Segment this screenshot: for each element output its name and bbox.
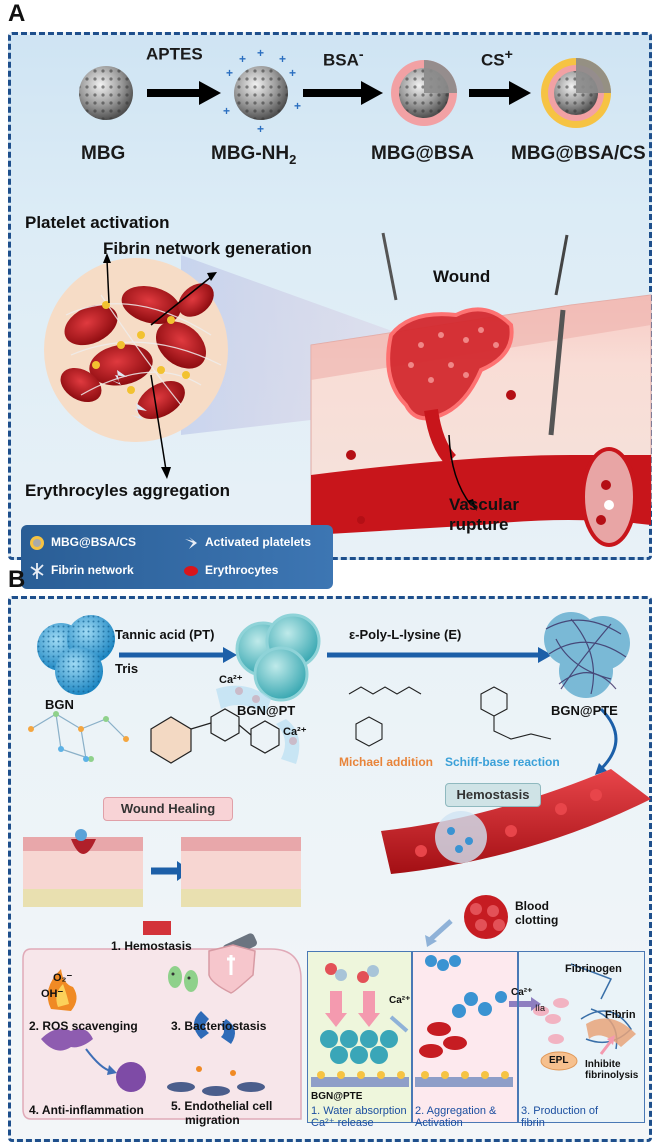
arrow-label-cs: CS+ xyxy=(481,47,513,70)
step-bacteriostasis: 3. Bacteriostasis xyxy=(171,1019,267,1033)
step-ros-scavenging: 2. ROS scavenging xyxy=(29,1019,138,1033)
erythrocyte-icon xyxy=(184,566,198,576)
molecule-network xyxy=(30,713,127,760)
iia-label: IIa xyxy=(535,1003,546,1013)
ca-small-label: Ca²⁺ xyxy=(389,995,411,1006)
step-endothelial: 5. Endothelial cell migration xyxy=(171,1099,273,1127)
step2-illustration xyxy=(311,955,513,1087)
legend-activated-platelets: Activated platelets xyxy=(205,535,312,549)
epl-label: EPL xyxy=(549,1055,569,1066)
particle-row: +++ +++ ++ xyxy=(79,46,611,136)
stage-label-mbg-bsa: MBG@BSA xyxy=(371,143,474,164)
bgn-cluster xyxy=(37,615,115,695)
vascular-rupture-label: Vascular rupture xyxy=(449,495,519,534)
legend-fibrin-network: Fibrin network xyxy=(51,563,134,577)
svg-text:+: + xyxy=(289,66,296,80)
svg-text:+: + xyxy=(257,46,264,60)
erythrocytes-aggregation-label: Erythrocyles aggregation xyxy=(25,481,231,500)
panel-b-letter: B xyxy=(8,566,26,593)
magnet-icon xyxy=(194,1011,235,1044)
schiff-base-label: Schiff-base reaction xyxy=(445,755,560,769)
mbg-bsa-cs-particle xyxy=(541,58,611,128)
legend-mbg-bsa-cs: MBG@BSA/CS xyxy=(51,535,137,549)
arrow-label-bsa: BSA- xyxy=(323,47,364,70)
panel-b-illustration xyxy=(22,612,651,1123)
bgn-pte-label: BGN@PTE xyxy=(551,703,618,718)
steps-frame xyxy=(307,951,645,1123)
ca-ion-label-1: Ca²⁺ xyxy=(219,674,243,686)
ca-small-label-2: Ca²⁺ xyxy=(511,987,533,998)
michael-addition-label: Michael addition xyxy=(339,755,434,769)
svg-text:+: + xyxy=(257,122,264,136)
step3-illustration xyxy=(509,963,636,1071)
panel-b: Tannic acid (PT) Tris ε-Poly-L-lysine (E… xyxy=(8,596,652,1142)
bgn-pt-label: BGN@PT xyxy=(237,703,296,718)
fibrin-label: Fibrin xyxy=(605,1009,636,1021)
stage-label-mbg: MBG xyxy=(81,143,126,164)
bgn-pte-cluster xyxy=(544,612,630,698)
svg-text:+: + xyxy=(279,52,286,66)
macrophage-icon xyxy=(41,1028,146,1092)
blood-vessel xyxy=(381,769,651,874)
bgn-pte-small-label: BGN@PTE xyxy=(311,1091,363,1102)
step1-caption-text: 1. Water absorption Ca²⁺ release xyxy=(311,1105,407,1129)
blood-clot xyxy=(464,895,508,939)
particle-icon xyxy=(30,536,44,550)
polylysine-structures xyxy=(348,686,552,747)
legend-erythrocytes: Erythrocytes xyxy=(205,563,279,577)
endothelial-cells xyxy=(167,1066,265,1096)
wound-healing-tag: Wound Healing xyxy=(103,797,233,821)
step2-caption-text: 2. Aggregation & Activation xyxy=(415,1105,497,1129)
polylysine-label: ε-Poly-L-lysine (E) xyxy=(349,627,462,642)
stage-label-mbg-bsa-cs: MBG@BSA/CS xyxy=(511,143,646,164)
skin-before xyxy=(23,829,143,907)
svg-text:+: + xyxy=(294,99,301,113)
panel-a-legend: MBG@BSA/CS Activated platelets Fibrin ne… xyxy=(21,525,333,589)
wound-illustration xyxy=(44,232,652,547)
tannic-acid-label: Tannic acid (PT) xyxy=(115,627,215,642)
oh-label: OH⁻ xyxy=(41,988,64,1000)
hemostasis-tag: Hemostasis xyxy=(445,783,541,807)
bgn-label: BGN xyxy=(45,697,74,712)
svg-text:+: + xyxy=(239,52,246,66)
mbg-bsa-particle xyxy=(391,60,457,126)
panel-a: +++ +++ ++ APTES BSA- xyxy=(8,32,652,589)
panel-a-letter: A xyxy=(8,0,26,27)
tannic-acid-structure xyxy=(150,708,280,764)
tris-label: Tris xyxy=(115,661,139,676)
o2-label: O₂⁻ xyxy=(53,972,73,984)
fibrin-icon xyxy=(30,563,44,579)
step1-illustration xyxy=(320,963,398,1064)
svg-text:+: + xyxy=(223,104,230,118)
platelet-icon xyxy=(185,537,197,549)
svg-text:+: + xyxy=(226,66,233,80)
platelet-activation-label: Platelet activation xyxy=(25,213,170,232)
step3-caption-text: 3. Production of fibrin xyxy=(521,1105,599,1129)
flame-icon xyxy=(47,969,77,1011)
shield-icon xyxy=(208,944,256,994)
wound-label: Wound xyxy=(433,267,491,286)
arrow-label-aptes: APTES xyxy=(146,44,203,64)
mbg-particle xyxy=(79,66,133,120)
skin-after xyxy=(181,837,301,907)
fibrinogen-label: Fibrinogen xyxy=(565,963,622,975)
ca-ion-label-2: Ca²⁺ xyxy=(283,726,307,738)
bgn-pt-cluster xyxy=(235,613,321,702)
bacteria-icon xyxy=(168,966,198,992)
stage-label-mbg-nh2: MBG-NH2 xyxy=(211,143,297,167)
step-hemostasis: 1. Hemostasis xyxy=(111,939,192,953)
mbg-nh2-particle: +++ +++ ++ xyxy=(223,46,301,136)
step-anti-inflammation: 4. Anti-inflammation xyxy=(29,1103,144,1117)
fibrin-network-label: Fibrin network generation xyxy=(103,239,312,258)
